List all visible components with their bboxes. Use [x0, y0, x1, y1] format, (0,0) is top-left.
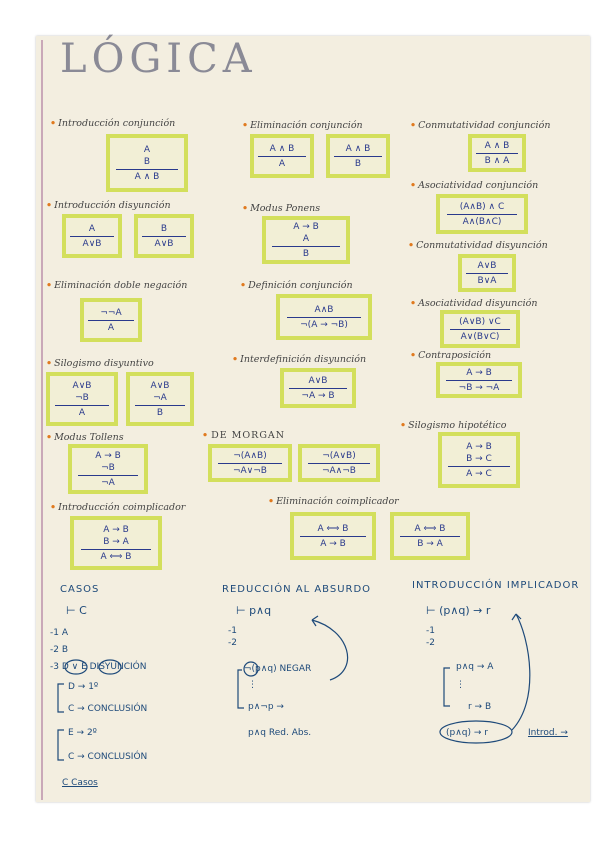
casos-line: D → 1º: [68, 682, 99, 692]
casos-line: C → CONCLUSIÓN: [68, 752, 148, 762]
rule-box: A → B¬B ¬A: [68, 444, 148, 494]
introduccion-line: (p∧q) → r: [446, 728, 488, 738]
rule-heading: •Conmutatividad conjunción: [410, 120, 551, 131]
rule-box: A → B¬B → ¬A: [436, 362, 522, 398]
rule-box: ¬(A∧B)¬A∨¬B: [208, 444, 292, 482]
rule-box: A∨B¬A B: [126, 372, 194, 426]
rule-heading: •Modus Tollens: [46, 432, 124, 443]
reduccion-line: ¬(p∧q) NEGAR: [244, 664, 312, 674]
rule-box: A∨B¬A → B: [280, 368, 356, 408]
reduccion-line: p∧q Red. Abs.: [248, 728, 312, 738]
rule-heading: •Silogismo disyuntivo: [46, 358, 154, 369]
reduccion-line: ⋮: [248, 680, 257, 690]
rule-box: A∨B¬B A: [46, 372, 118, 426]
rule-heading: •Introducción conjunción: [50, 118, 176, 129]
reduccion-line: p∧¬p →: [248, 702, 284, 712]
reduccion-line: ⊢ p∧q: [236, 604, 272, 617]
rule-heading: •Conmutatividad disyunción: [408, 240, 548, 251]
margin-line: [41, 40, 43, 800]
casos-line: -1 A: [50, 628, 68, 638]
rule-heading: •Eliminación coimplicador: [268, 496, 399, 507]
rule-heading: •Definición conjunción: [240, 280, 353, 291]
introduccion-line: -1: [426, 626, 435, 636]
introduccion-line: ⊢ (p∧q) → r: [426, 604, 491, 617]
introduccion-line: p∧q → A: [456, 662, 494, 672]
introduccion-title: INTRODUCCIÓN IMPLICADOR: [412, 580, 580, 591]
rule-heading: •Silogismo hipotético: [400, 420, 507, 431]
reduccion-line: -2: [228, 638, 237, 648]
rule-heading: •Introducción coimplicador: [50, 502, 186, 513]
rule-heading: •Contraposición: [410, 350, 492, 361]
casos-line: ⊢ C: [66, 604, 87, 617]
page-title: LÓGICA: [60, 36, 257, 82]
rule-heading: •Interdefinición disyunción: [232, 354, 367, 365]
rule-box: ¬(A∨B)¬A∧¬B: [298, 444, 380, 482]
casos-line: -2 B: [50, 645, 69, 655]
casos-line: E → 2º: [68, 728, 97, 738]
rule-box: A∧B¬(A → ¬B): [276, 294, 372, 340]
rule-heading: •Introducción disyunción: [46, 200, 171, 211]
rule-heading: •DE MORGAN: [202, 430, 286, 441]
reduccion-title: REDUCCIÓN AL ABSURDO: [222, 584, 372, 595]
rule-heading: •Asociatividad conjunción: [410, 180, 539, 191]
introduccion-line: r → B: [468, 702, 492, 712]
casos-line: C Casos: [62, 778, 98, 788]
introduccion-line: Introd. →: [528, 728, 568, 738]
rule-heading: •Eliminación doble negación: [46, 280, 188, 291]
rule-heading: •Asociatividad disyunción: [410, 298, 538, 309]
rule-heading: •Modus Ponens: [242, 203, 321, 214]
introduccion-line: -2: [426, 638, 435, 648]
casos-line: C → CONCLUSIÓN: [68, 704, 148, 714]
casos-title: CASOS: [60, 584, 100, 595]
casos-line: -3 D ∨ E DISYUNCIÓN: [50, 662, 147, 672]
introduccion-line: ⋮: [456, 680, 465, 690]
rule-heading: •Eliminación conjunción: [242, 120, 363, 131]
reduccion-line: -1: [228, 626, 237, 636]
